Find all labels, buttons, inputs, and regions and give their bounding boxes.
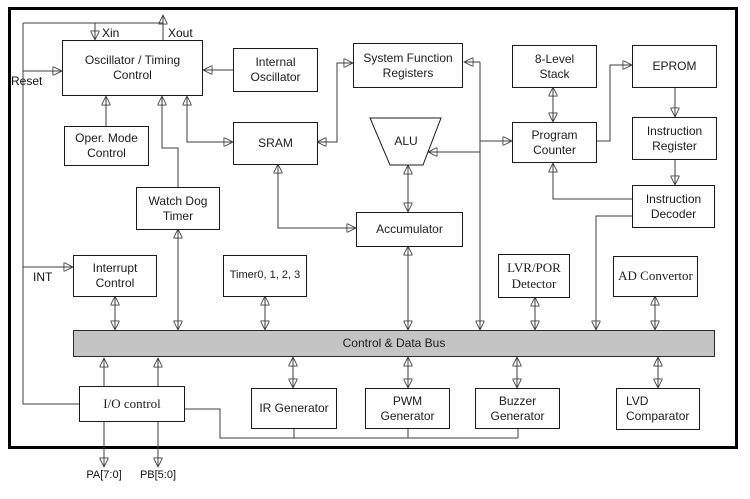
block-lvd-comparator: LVD Comparator <box>616 388 700 430</box>
block-eprom: EPROM <box>632 45 717 88</box>
wire-idec-pc <box>553 164 632 200</box>
block-oscillator-timing-control: Oscillator / Timing Control <box>62 40 203 96</box>
wire-osc-wdt <box>162 97 179 187</box>
block-buzzer-generator: Buzzer Generator <box>475 388 560 429</box>
pin-label-int: INT <box>33 270 53 284</box>
block-io-control: I/O control <box>79 386 185 422</box>
pin-label-pa: PA[7:0] <box>86 469 122 481</box>
pin-label-xin: Xin <box>102 26 120 40</box>
wire-sram-sfr <box>318 63 352 142</box>
block-timers: Timer0, 1, 2, 3 <box>223 255 307 297</box>
block-ad-convertor: AD Convertor <box>613 256 698 297</box>
block-ir-generator: IR Generator <box>251 388 337 429</box>
block-accumulator: Accumulator <box>356 212 463 247</box>
block-system-function-registers: System Function Registers <box>353 43 463 88</box>
block-interrupt-control: Interrupt Control <box>73 255 157 297</box>
block-sram: SRAM <box>233 122 318 165</box>
alu-trapezoid <box>369 117 442 166</box>
wire-osc-sram <box>187 97 232 142</box>
wire-io-chain <box>185 408 518 439</box>
wire-left-rail <box>22 23 79 405</box>
block-alu-label: ALU <box>394 134 418 148</box>
wire-sram-acc <box>278 165 355 228</box>
wire-idec-bus <box>596 215 632 329</box>
block-watch-dog-timer: Watch Dog Timer <box>136 187 220 230</box>
pin-label-reset: Reset <box>11 74 43 88</box>
block-8-level-stack: 8-Level Stack <box>512 45 597 88</box>
block-program-counter: Program Counter <box>512 122 597 163</box>
control-data-bus: Control & Data Bus <box>73 330 715 357</box>
block-lvr-por-detector: LVR/POR Detector <box>498 254 570 298</box>
block-instruction-decoder: Instruction Decoder <box>632 185 715 228</box>
diagram-frame <box>8 7 738 449</box>
pin-label-pb: PB[5:0] <box>139 469 177 481</box>
block-oper-mode-control: Oper. Mode Control <box>64 126 149 166</box>
block-instruction-register: Instruction Register <box>632 117 717 160</box>
block-pwm-generator: PWM Generator <box>365 388 450 429</box>
pin-label-xout: Xout <box>168 26 193 40</box>
block-internal-oscillator: Internal Oscillator <box>233 48 318 92</box>
wire-pc-eprom <box>597 65 631 142</box>
